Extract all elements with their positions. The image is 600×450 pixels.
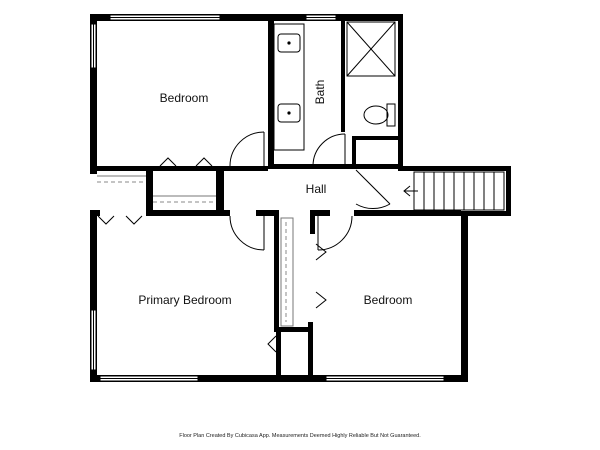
staircase bbox=[403, 171, 505, 211]
room-label-bedroom-right: Bedroom bbox=[364, 293, 413, 307]
room-label-bath: Bath bbox=[313, 80, 327, 105]
room-label-bedroom-top: Bedroom bbox=[160, 91, 209, 105]
footer-disclaimer: Floor Plan Created By Cubicasa App. Meas… bbox=[179, 433, 421, 439]
interior-walls bbox=[90, 14, 461, 382]
windows bbox=[90, 14, 445, 382]
room-label-primary-bedroom: Primary Bedroom bbox=[138, 293, 231, 307]
swing-doors bbox=[229, 131, 391, 251]
bifold-doors bbox=[97, 157, 327, 353]
exterior-walls bbox=[90, 14, 511, 382]
room-label-hall: Hall bbox=[306, 182, 327, 196]
bath-fixtures bbox=[273, 21, 396, 151]
closet-rods bbox=[97, 175, 294, 327]
